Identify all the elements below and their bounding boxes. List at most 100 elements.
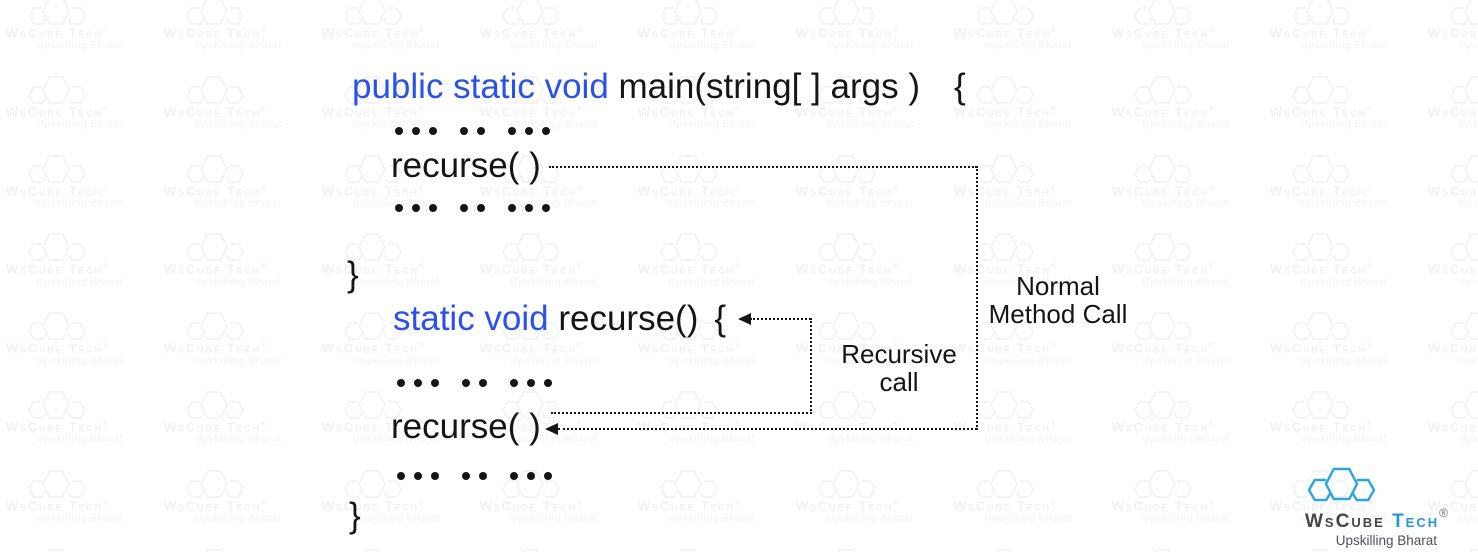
watermark-brand: WsCube Tech® xyxy=(479,498,583,514)
ellipsis-dot xyxy=(477,204,485,212)
watermark-tagline: Upskilling Bharat xyxy=(1458,276,1478,288)
ellipsis-dot-group xyxy=(510,472,552,480)
watermark-tagline: Upskilling Bharat xyxy=(984,119,1072,131)
watermark-hexagon-icon xyxy=(28,154,86,183)
watermark-hexagon-icon xyxy=(344,470,402,498)
watermark-tagline: Upskilling Bharat xyxy=(668,434,756,446)
watermark-tile: WsCube Tech®Upskilling Bharat xyxy=(1084,76,1242,130)
watermark-tagline: Upskilling Bharat xyxy=(1458,355,1478,367)
watermark-tagline: Upskilling Bharat xyxy=(826,40,914,52)
ellipsis-dot-group xyxy=(395,127,437,135)
watermark-brand: WsCube Tech® xyxy=(953,498,1057,514)
watermark-hexagon-icon xyxy=(679,548,697,552)
watermark-registered-mark-icon: ® xyxy=(260,499,267,507)
watermark-brand: WsCube Tech® xyxy=(321,340,425,356)
watermark-hexagon-icon xyxy=(660,0,718,25)
watermark-hexagon-icon xyxy=(363,548,381,552)
watermark-registered-mark-icon: ® xyxy=(576,421,583,428)
watermark-tagline: Upskilling Bharat xyxy=(510,513,598,525)
watermark-brand: WsCube Tech® xyxy=(1427,340,1478,356)
watermark-tile: WsCube Tech®Upskilling Bharat xyxy=(1084,470,1242,524)
watermark-hexagon-icon xyxy=(502,0,560,25)
recursive-call-label-line1: Recursive xyxy=(841,339,957,369)
watermark-hexagon-icon xyxy=(1134,76,1192,104)
watermark-registered-mark-icon: ® xyxy=(576,342,583,350)
watermark-tagline: Upskilling Bharat xyxy=(1300,434,1388,446)
watermark-tile: WsCube Tech®Upskilling Bharat xyxy=(1242,548,1400,552)
watermark-hexagon-icon xyxy=(660,391,718,419)
watermark-tagline: Upskilling Bharat xyxy=(352,276,440,288)
watermark-tile: WsCube Tech®Upskilling Bharat xyxy=(768,391,926,445)
watermark-hexagon-icon xyxy=(28,76,86,104)
watermark-brand: WsCube Tech® xyxy=(5,419,109,435)
ellipsis-dot xyxy=(395,204,403,212)
watermark-registered-mark-icon: ® xyxy=(1208,263,1215,271)
ellipsis-dot xyxy=(525,204,533,212)
watermark-hexagon-icon xyxy=(186,76,244,104)
watermark-hexagon-icon xyxy=(186,0,244,25)
watermark-registered-mark-icon: ® xyxy=(734,27,741,34)
ellipsis-dot xyxy=(527,472,535,480)
watermark-hexagon-icon xyxy=(976,470,1034,498)
watermark-registered-mark-icon: ® xyxy=(1050,27,1057,34)
watermark-registered-mark-icon: ® xyxy=(734,263,741,271)
watermark-brand: WsCube Tech® xyxy=(1427,25,1478,41)
watermark-registered-mark-icon: ® xyxy=(1366,184,1373,192)
watermark-tile: WsCube Tech®Upskilling Bharat xyxy=(1242,312,1400,366)
watermark-tile: WsCube Tech®Upskilling Bharat xyxy=(1242,0,1400,51)
ellipsis-dot xyxy=(412,127,420,135)
watermark-registered-mark-icon: ® xyxy=(418,27,425,34)
watermark-tile: WsCube Tech®Upskilling Bharat xyxy=(294,233,452,287)
watermark-hexagon-icon xyxy=(186,154,244,183)
watermark-tagline: Upskilling Bharat xyxy=(826,276,914,288)
watermark-tile: WsCube Tech®Upskilling Bharat xyxy=(0,312,136,366)
watermark-tagline: Upskilling Bharat xyxy=(36,40,124,52)
watermark-registered-mark-icon: ® xyxy=(418,342,425,350)
watermark-tile: WsCube Tech®Upskilling Bharat xyxy=(136,154,294,209)
watermark-tile: WsCube Tech®Upskilling Bharat xyxy=(1084,391,1242,445)
watermark-hexagon-icon xyxy=(818,312,876,340)
watermark-tile: WsCube Tech®Upskilling Bharat xyxy=(610,154,768,209)
watermark-brand: WsCube Tech® xyxy=(163,104,267,120)
watermark-registered-mark-icon: ® xyxy=(1050,263,1057,271)
watermark-tagline: Upskilling Bharat xyxy=(36,355,124,367)
ellipsis-dot xyxy=(460,204,468,212)
watermark-hexagon-icon xyxy=(186,312,244,340)
watermark-brand: WsCube Tech® xyxy=(5,498,109,514)
ellipsis-dot-group xyxy=(462,472,487,480)
watermark-brand: WsCube Tech® xyxy=(5,182,109,198)
watermark-tile: WsCube Tech®Upskilling Bharat xyxy=(1400,312,1478,366)
watermark-tagline: Upskilling Bharat xyxy=(668,40,756,52)
watermark-registered-mark-icon: ® xyxy=(1366,342,1373,350)
watermark-tile: WsCube Tech®Upskilling Bharat xyxy=(0,470,136,524)
watermark-tagline: Upskilling Bharat xyxy=(668,276,756,288)
watermark-hexagon-icon xyxy=(1292,0,1350,25)
watermark-tagline: Upskilling Bharat xyxy=(194,119,282,131)
watermark-hexagon-icon xyxy=(976,0,1034,25)
watermark-brand: WsCube Tech® xyxy=(163,182,267,198)
watermark-tile: WsCube Tech®Upskilling Bharat xyxy=(1400,76,1478,130)
normal-call-label-line2: Method Call xyxy=(988,299,1128,329)
watermark-tile: WsCube Tech®Upskilling Bharat xyxy=(610,391,768,445)
watermark-registered-mark-icon: ® xyxy=(260,27,267,34)
watermark-registered-mark-icon: ® xyxy=(1366,27,1373,34)
ellipsis-dot-group xyxy=(460,127,485,135)
watermark-registered-mark-icon: ® xyxy=(734,342,741,350)
watermark-tagline: Upskilling Bharat xyxy=(36,276,124,288)
watermark-hexagon-icon xyxy=(818,154,876,183)
watermark-registered-mark-icon: ® xyxy=(576,499,583,507)
watermark-tagline: Upskilling Bharat xyxy=(194,197,282,209)
watermark-tile: WsCube Tech®Upskilling Bharat xyxy=(610,0,768,51)
watermark-tile: WsCube Tech®Upskilling Bharat xyxy=(0,0,136,51)
watermark-tagline: Upskilling Bharat xyxy=(194,434,282,446)
watermark-registered-mark-icon: ® xyxy=(1208,27,1215,34)
watermark-registered-mark-icon: ® xyxy=(734,421,741,428)
watermark-hexagon-icon xyxy=(818,470,876,498)
watermark-hexagon-icon xyxy=(1450,154,1478,183)
code-call-in-recurse: recurse( ) xyxy=(391,407,541,447)
watermark-brand: WsCube Tech® xyxy=(1111,340,1215,356)
watermark-brand: WsCube Tech® xyxy=(953,182,1057,198)
ellipsis-dot xyxy=(544,472,552,480)
watermark-registered-mark-icon: ® xyxy=(1366,105,1373,113)
watermark-tagline: Upskilling Bharat xyxy=(1142,513,1230,525)
